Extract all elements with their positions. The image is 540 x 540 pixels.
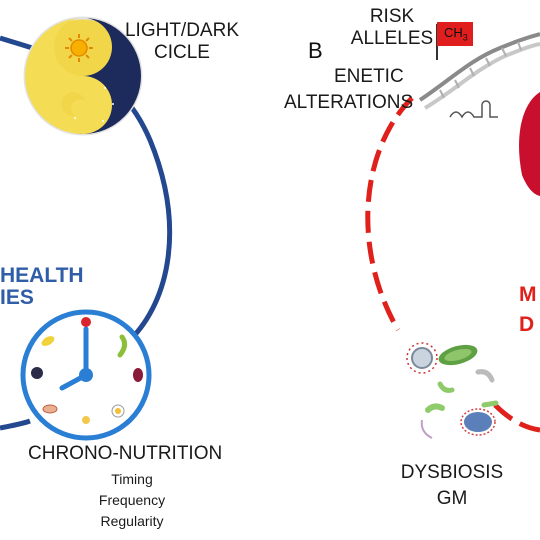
- dna-helix-icon: [418, 32, 540, 110]
- organ-icon: [519, 92, 540, 196]
- beet-icon: [133, 368, 143, 382]
- disease-line1: M: [519, 283, 537, 306]
- disease-cycle-arc-lower: [493, 403, 540, 433]
- health-cycle-arc-lower: [0, 418, 31, 431]
- light-dark-line2: CICLE: [154, 42, 210, 63]
- bulb-icon: [82, 416, 90, 424]
- health-label: HEALTH IES: [0, 265, 84, 309]
- light-dark-line1: LIGHT/DARK: [124, 20, 240, 41]
- health-line2: IES: [0, 286, 34, 309]
- disease-line2: D: [519, 313, 535, 336]
- risk-line1: RISK: [369, 6, 415, 27]
- yin-yang-icon: [23, 16, 143, 136]
- disease-cycle-arc: [365, 96, 414, 332]
- genetic-line2: ALTERATIONS: [284, 92, 414, 113]
- chrono-nutrition-title: CHRONO-NUTRITION: [28, 443, 223, 464]
- risk-line2: ALLELES: [350, 28, 434, 49]
- chrono-item-regularity: Regularity: [100, 513, 164, 529]
- clock-icon: [20, 309, 152, 441]
- sun-icon: [65, 34, 93, 62]
- rna-hairpin-icon: [449, 100, 498, 119]
- microbes-icon: [406, 342, 499, 439]
- disease-label: M D: [519, 280, 537, 340]
- methyl-flag-icon: [436, 22, 473, 60]
- dysbiosis-line2: GM: [436, 488, 468, 509]
- chrono-item-frequency: Frequency: [98, 492, 166, 508]
- methyl-text: CH: [444, 25, 463, 40]
- methyl-subscript: 3: [462, 32, 468, 43]
- strawberry-icon: [81, 317, 91, 327]
- moon-icon: [61, 92, 85, 117]
- chrono-items: Timing Frequency Regularity: [72, 469, 192, 532]
- chrono-item-timing: Timing: [111, 471, 153, 487]
- methyl-label: CH3: [444, 25, 468, 46]
- dysbiosis-line1: DYSBIOSIS: [400, 462, 504, 483]
- sausage-icon: [42, 404, 58, 414]
- pepper-icon: [117, 334, 128, 358]
- risk-alleles-label: RISK ALLELES: [350, 6, 434, 50]
- genetic-alterations-label: ENETIC ALTERATIONS: [284, 66, 414, 114]
- dysbiosis-label: DYSBIOSIS GM: [396, 460, 508, 512]
- light-dark-label: LIGHT/DARK CICLE: [120, 20, 244, 64]
- berries-icon: [31, 367, 43, 379]
- health-line1: HEALTH: [0, 264, 84, 287]
- banana-icon: [41, 336, 55, 346]
- genetic-line1: ENETIC: [334, 66, 404, 87]
- panel-letter: B: [308, 38, 323, 63]
